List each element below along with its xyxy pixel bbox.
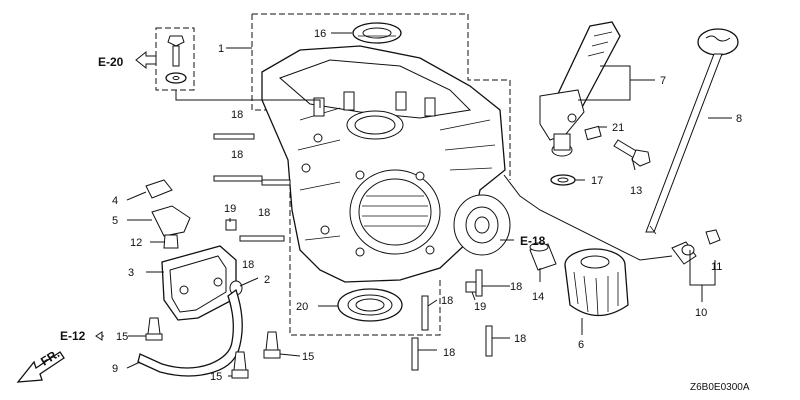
part-label-19a: 19 — [224, 203, 236, 215]
part-label-18e: 18 — [441, 295, 453, 307]
part-label-19b: 19 — [474, 301, 486, 313]
bolt-washer-assembly — [155, 27, 321, 108]
bolt-12 — [163, 234, 179, 249]
part-label-7: 7 — [660, 75, 666, 87]
oil-switch-10 — [671, 229, 721, 265]
part-label-3: 3 — [128, 267, 134, 279]
drawing-code: Z6B0E0300A — [690, 382, 750, 393]
bearing-20 — [337, 288, 403, 322]
oil-filler-pipe-7 — [539, 21, 621, 157]
plate-4 — [145, 179, 173, 199]
part-label-10: 10 — [695, 307, 707, 319]
pin-21 — [584, 125, 602, 141]
seal-5 — [151, 205, 191, 237]
part-label-21: 21 — [612, 122, 624, 134]
breather-hose-9 — [137, 288, 243, 377]
part-label-18a: 18 — [231, 109, 243, 121]
oil-filter-6 — [564, 248, 629, 317]
part-label-15b: 15 — [302, 351, 314, 363]
ref-e18: E-18 — [520, 234, 546, 248]
part-label-18d: 18 — [242, 259, 254, 271]
part-label-15c: 15 — [210, 371, 222, 383]
front-arrow-icon — [16, 351, 65, 383]
part-label-18f: 18 — [443, 347, 455, 359]
part-label-18b: 18 — [231, 149, 243, 161]
ref-e12: E-12 — [60, 329, 86, 343]
part-label-14: 14 — [532, 291, 544, 303]
filter-nipple-14 — [529, 242, 557, 271]
studs-18 — [213, 133, 493, 371]
part-label-13: 13 — [630, 185, 642, 197]
dipstick-8 — [645, 28, 739, 235]
part-label-12: 12 — [130, 237, 142, 249]
part-label-11: 11 — [711, 261, 722, 273]
breather-cover-3 — [161, 245, 243, 321]
part-label-16: 16 — [314, 28, 326, 40]
part-label-2: 2 — [264, 274, 270, 286]
part-label-17: 17 — [591, 175, 603, 187]
washer-17 — [550, 174, 576, 186]
e12-arrow-icon — [95, 331, 104, 341]
part-label-15a: 15 — [116, 331, 128, 343]
dowels-19 — [225, 219, 477, 293]
part-label-4: 4 — [112, 195, 118, 207]
bolt-15b — [263, 331, 281, 359]
part-label-9: 9 — [112, 363, 118, 375]
part-label-18c: 18 — [258, 207, 270, 219]
oil-seal-16 — [352, 22, 402, 44]
part-label-1: 1 — [218, 43, 224, 55]
e20-arrow-icon — [135, 50, 157, 70]
part-label-18h: 18 — [510, 281, 522, 293]
part-label-6: 6 — [578, 339, 584, 351]
assembly-boundary — [251, 13, 511, 336]
ref-e20: E-20 — [98, 55, 124, 69]
cylinder-block — [261, 45, 511, 283]
part-label-5: 5 — [112, 215, 118, 227]
bolt-15c — [231, 351, 249, 379]
part-label-18g: 18 — [514, 333, 526, 345]
bolt-13 — [613, 139, 651, 167]
bolt-15a — [145, 317, 163, 341]
leader-lines — [96, 32, 732, 377]
part-label-8: 8 — [736, 113, 742, 125]
part-label-20: 20 — [296, 301, 308, 313]
